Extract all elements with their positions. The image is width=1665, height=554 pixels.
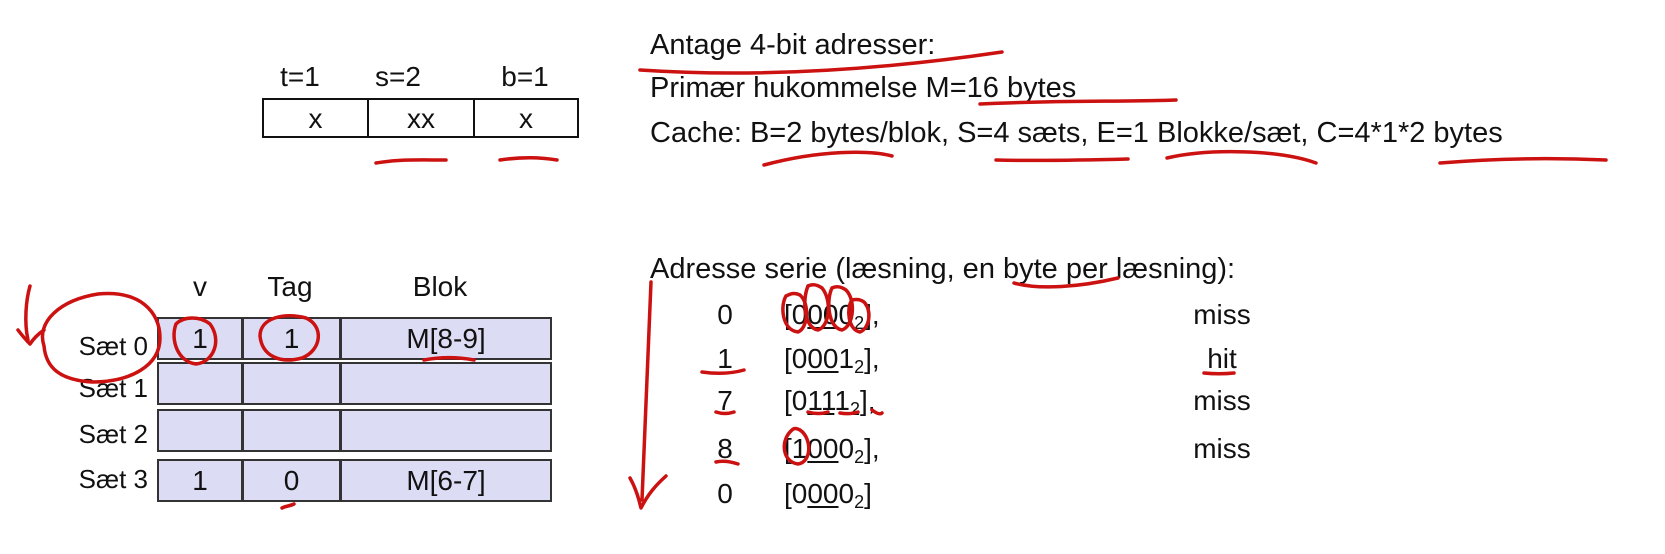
set0-tag: 1 xyxy=(242,317,341,360)
ink-underline-S xyxy=(994,157,1130,163)
info-cache-params: Cache: B=2 bytes/blok, S=4 sæts, E=1 Blo… xyxy=(650,117,1503,149)
set0-blok: M[8-9] xyxy=(340,317,552,360)
set-label-0: Sæt 0 xyxy=(78,331,148,361)
series-dec-4: 0 xyxy=(717,478,733,509)
series-bin-4: [00002] xyxy=(784,478,872,512)
set3-valid: 1 xyxy=(157,459,243,502)
series-title: Adresse serie (læsning, en byte per læsn… xyxy=(650,253,1236,285)
field-box-set: xx xyxy=(367,98,475,138)
series-bin-2: [01112], xyxy=(784,385,876,419)
col-header-blok: Blok xyxy=(412,271,468,302)
ink-arrow-set0 xyxy=(16,284,46,346)
set2-tag xyxy=(242,409,341,452)
series-dec-3: 8 xyxy=(717,433,733,464)
field-box-offset: x xyxy=(473,98,579,138)
field-label-s: s=2 xyxy=(375,61,421,92)
set1-blok xyxy=(340,362,552,405)
col-header-valid: v xyxy=(193,271,207,302)
series-result-0: miss xyxy=(1193,299,1251,330)
ink-underline-C xyxy=(1438,157,1608,165)
set3-blok: M[6-7] xyxy=(340,459,552,502)
field-label-b: b=1 xyxy=(501,61,549,92)
series-dec-2: 7 xyxy=(717,385,733,416)
set-label-1: Sæt 1 xyxy=(78,373,148,403)
ink-underline-E xyxy=(1165,149,1318,165)
info-address-width: Antage 4-bit adresser: xyxy=(650,29,936,61)
series-result-2: miss xyxy=(1193,385,1251,416)
series-bin-0: [00002], xyxy=(784,299,880,333)
ink-underline-B xyxy=(762,150,894,167)
field-label-t: t=1 xyxy=(280,61,320,92)
set3-tag: 0 xyxy=(242,459,341,502)
ink-underline-b xyxy=(498,156,559,162)
field-box-tag: x xyxy=(262,98,369,138)
set2-valid xyxy=(157,409,243,452)
ink-series-arrow xyxy=(628,280,668,510)
series-result-3: miss xyxy=(1193,433,1251,464)
series-bin-1: [00012], xyxy=(784,343,880,377)
series-dec-1: 1 xyxy=(717,343,733,374)
set-label-3: Sæt 3 xyxy=(78,464,148,494)
ink-mark-tag0 xyxy=(280,502,296,510)
set2-blok xyxy=(340,409,552,452)
ink-underline-s xyxy=(374,158,448,165)
set1-tag xyxy=(242,362,341,405)
series-result-1: hit xyxy=(1207,343,1237,374)
series-bin-3: [10002], xyxy=(784,433,880,467)
info-main-memory: Primær hukommelse M=16 bytes xyxy=(650,72,1077,104)
set1-valid xyxy=(157,362,243,405)
set0-valid: 1 xyxy=(157,317,243,360)
set-label-2: Sæt 2 xyxy=(78,419,148,449)
series-dec-0: 0 xyxy=(717,299,733,330)
col-header-tag: Tag xyxy=(267,271,313,302)
